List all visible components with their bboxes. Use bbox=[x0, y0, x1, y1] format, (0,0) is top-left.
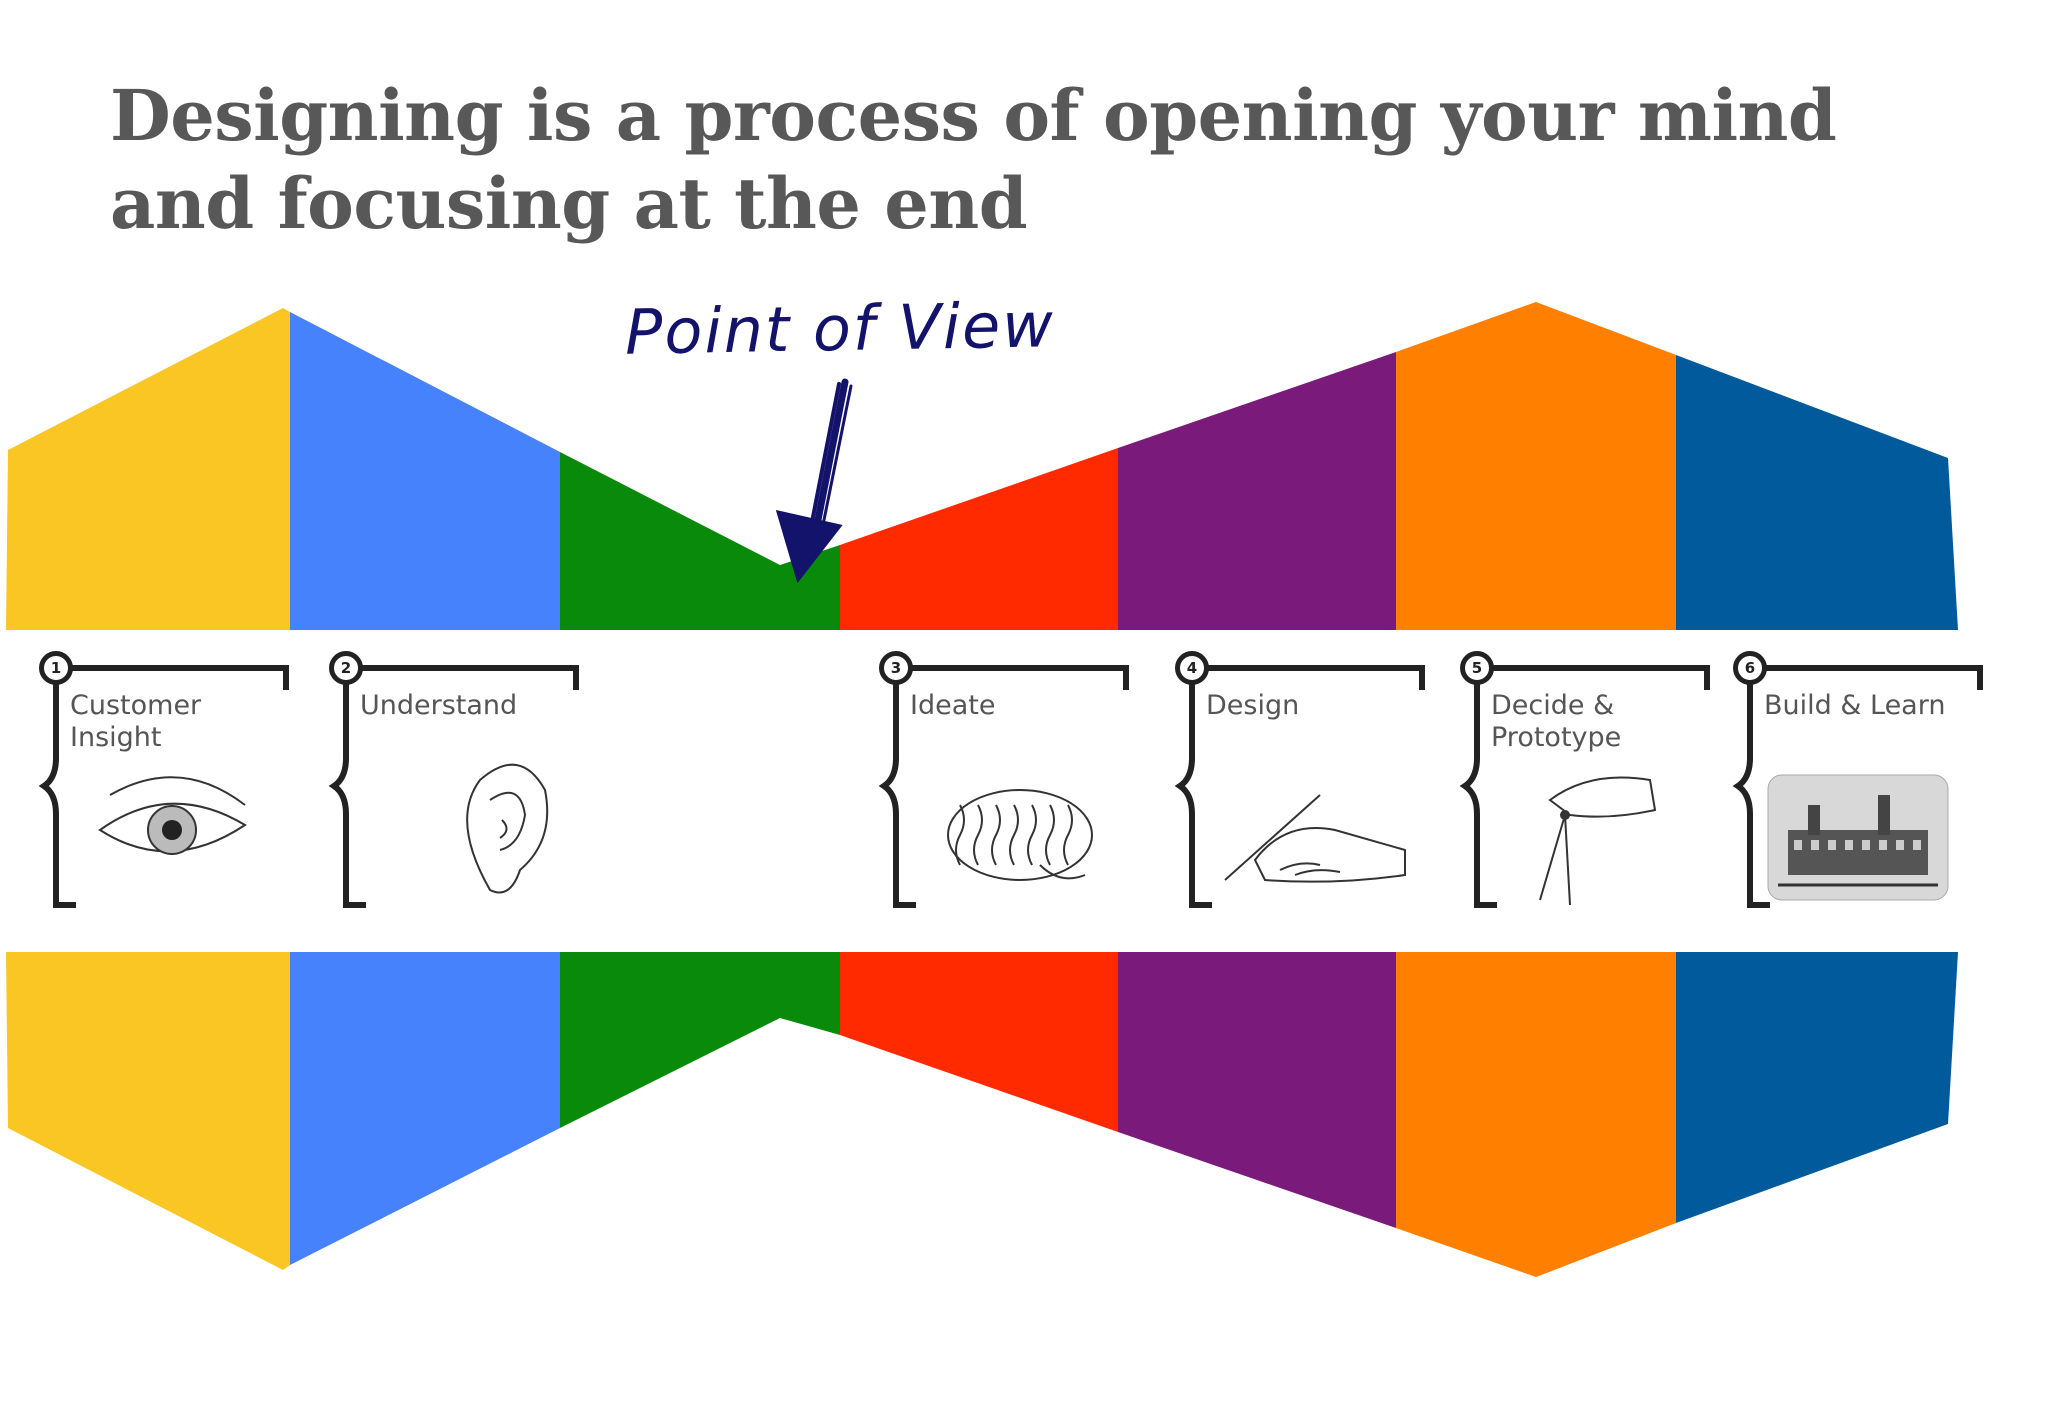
bottom-band-purple bbox=[1118, 952, 1396, 1228]
bottom-band-yellow bbox=[6, 952, 290, 1270]
step-3-bracket bbox=[878, 668, 916, 908]
step-2-top-rule bbox=[346, 665, 579, 690]
step-2-decoration bbox=[328, 665, 579, 908]
slide-title: Designing is a process of opening your m… bbox=[110, 72, 1910, 248]
step-5-top-rule bbox=[1477, 665, 1710, 690]
top-band-purple bbox=[1118, 352, 1396, 630]
step-1-number-badge: 1 bbox=[39, 651, 73, 685]
step-2-bracket bbox=[328, 668, 366, 908]
ear-illustration bbox=[466, 763, 549, 894]
point-of-view-label: Point of View bbox=[624, 288, 1056, 369]
step-6-bracket bbox=[1732, 668, 1770, 908]
step-5-decoration bbox=[1459, 665, 1710, 908]
hand-compass-illustration bbox=[1539, 776, 1657, 906]
top-band-yellow bbox=[6, 308, 290, 630]
step-6-label: Build & Learn bbox=[1764, 690, 1945, 722]
bottom-band-red bbox=[840, 952, 1118, 1132]
step-3-label: Ideate bbox=[910, 690, 995, 722]
hand-pen-illustration bbox=[1224, 794, 1406, 883]
step-3-number-badge: 3 bbox=[879, 651, 913, 685]
step-2-label: Understand bbox=[360, 690, 517, 722]
title-line-2: and focusing at the end bbox=[110, 162, 1028, 245]
step-6-decoration bbox=[1732, 665, 1983, 908]
step-5-label-line: Prototype bbox=[1491, 722, 1622, 753]
step-5-label: Decide &Prototype bbox=[1491, 690, 1621, 754]
step-6-number-badge: 6 bbox=[1733, 651, 1767, 685]
step-4-label-line: Design bbox=[1206, 690, 1300, 721]
step-3-decoration bbox=[878, 665, 1129, 908]
bottom-band-navy bbox=[1676, 952, 1958, 1223]
step-5-label-line: Decide & bbox=[1491, 690, 1615, 721]
step-4-number-badge: 4 bbox=[1175, 651, 1209, 685]
bottom-band-green bbox=[560, 952, 840, 1128]
top-band-green bbox=[560, 452, 840, 630]
step-4-decoration bbox=[1174, 665, 1425, 908]
step-4-top-rule bbox=[1192, 665, 1425, 690]
step-6-label-line: Build & Learn bbox=[1764, 690, 1946, 721]
top-band-blue bbox=[290, 312, 560, 630]
step-4-bracket bbox=[1174, 668, 1212, 908]
bottom-band-blue bbox=[290, 952, 560, 1265]
top-band-navy bbox=[1676, 355, 1958, 630]
eye-illustration bbox=[98, 776, 247, 855]
bottom-band bbox=[6, 952, 1958, 1277]
step-1-top-rule bbox=[56, 665, 289, 690]
step-1-decoration bbox=[38, 665, 289, 908]
top-band-orange bbox=[1396, 302, 1676, 630]
top-band-red bbox=[840, 448, 1118, 630]
step-6-top-rule bbox=[1750, 665, 1983, 690]
step-3-label-line: Ideate bbox=[910, 690, 996, 721]
step-brackets bbox=[38, 665, 1983, 908]
arrow-down-icon bbox=[775, 378, 853, 584]
brain-illustration bbox=[947, 789, 1093, 881]
step-1-bracket bbox=[38, 668, 76, 908]
bottom-band-orange bbox=[1396, 952, 1676, 1277]
step-2-number-badge: 2 bbox=[329, 651, 363, 685]
step-5-bracket bbox=[1459, 668, 1497, 908]
title-line-1: Designing is a process of opening your m… bbox=[110, 74, 1837, 157]
step-1-label-line: Customer bbox=[70, 690, 202, 721]
step-2-label-line: Understand bbox=[360, 690, 518, 721]
step-1-label-line: Insight bbox=[70, 722, 162, 753]
top-band bbox=[6, 302, 1958, 630]
factory-illustration bbox=[1767, 774, 1949, 901]
step-5-number-badge: 5 bbox=[1460, 651, 1494, 685]
step-3-top-rule bbox=[896, 665, 1129, 690]
step-4-label: Design bbox=[1206, 690, 1299, 722]
